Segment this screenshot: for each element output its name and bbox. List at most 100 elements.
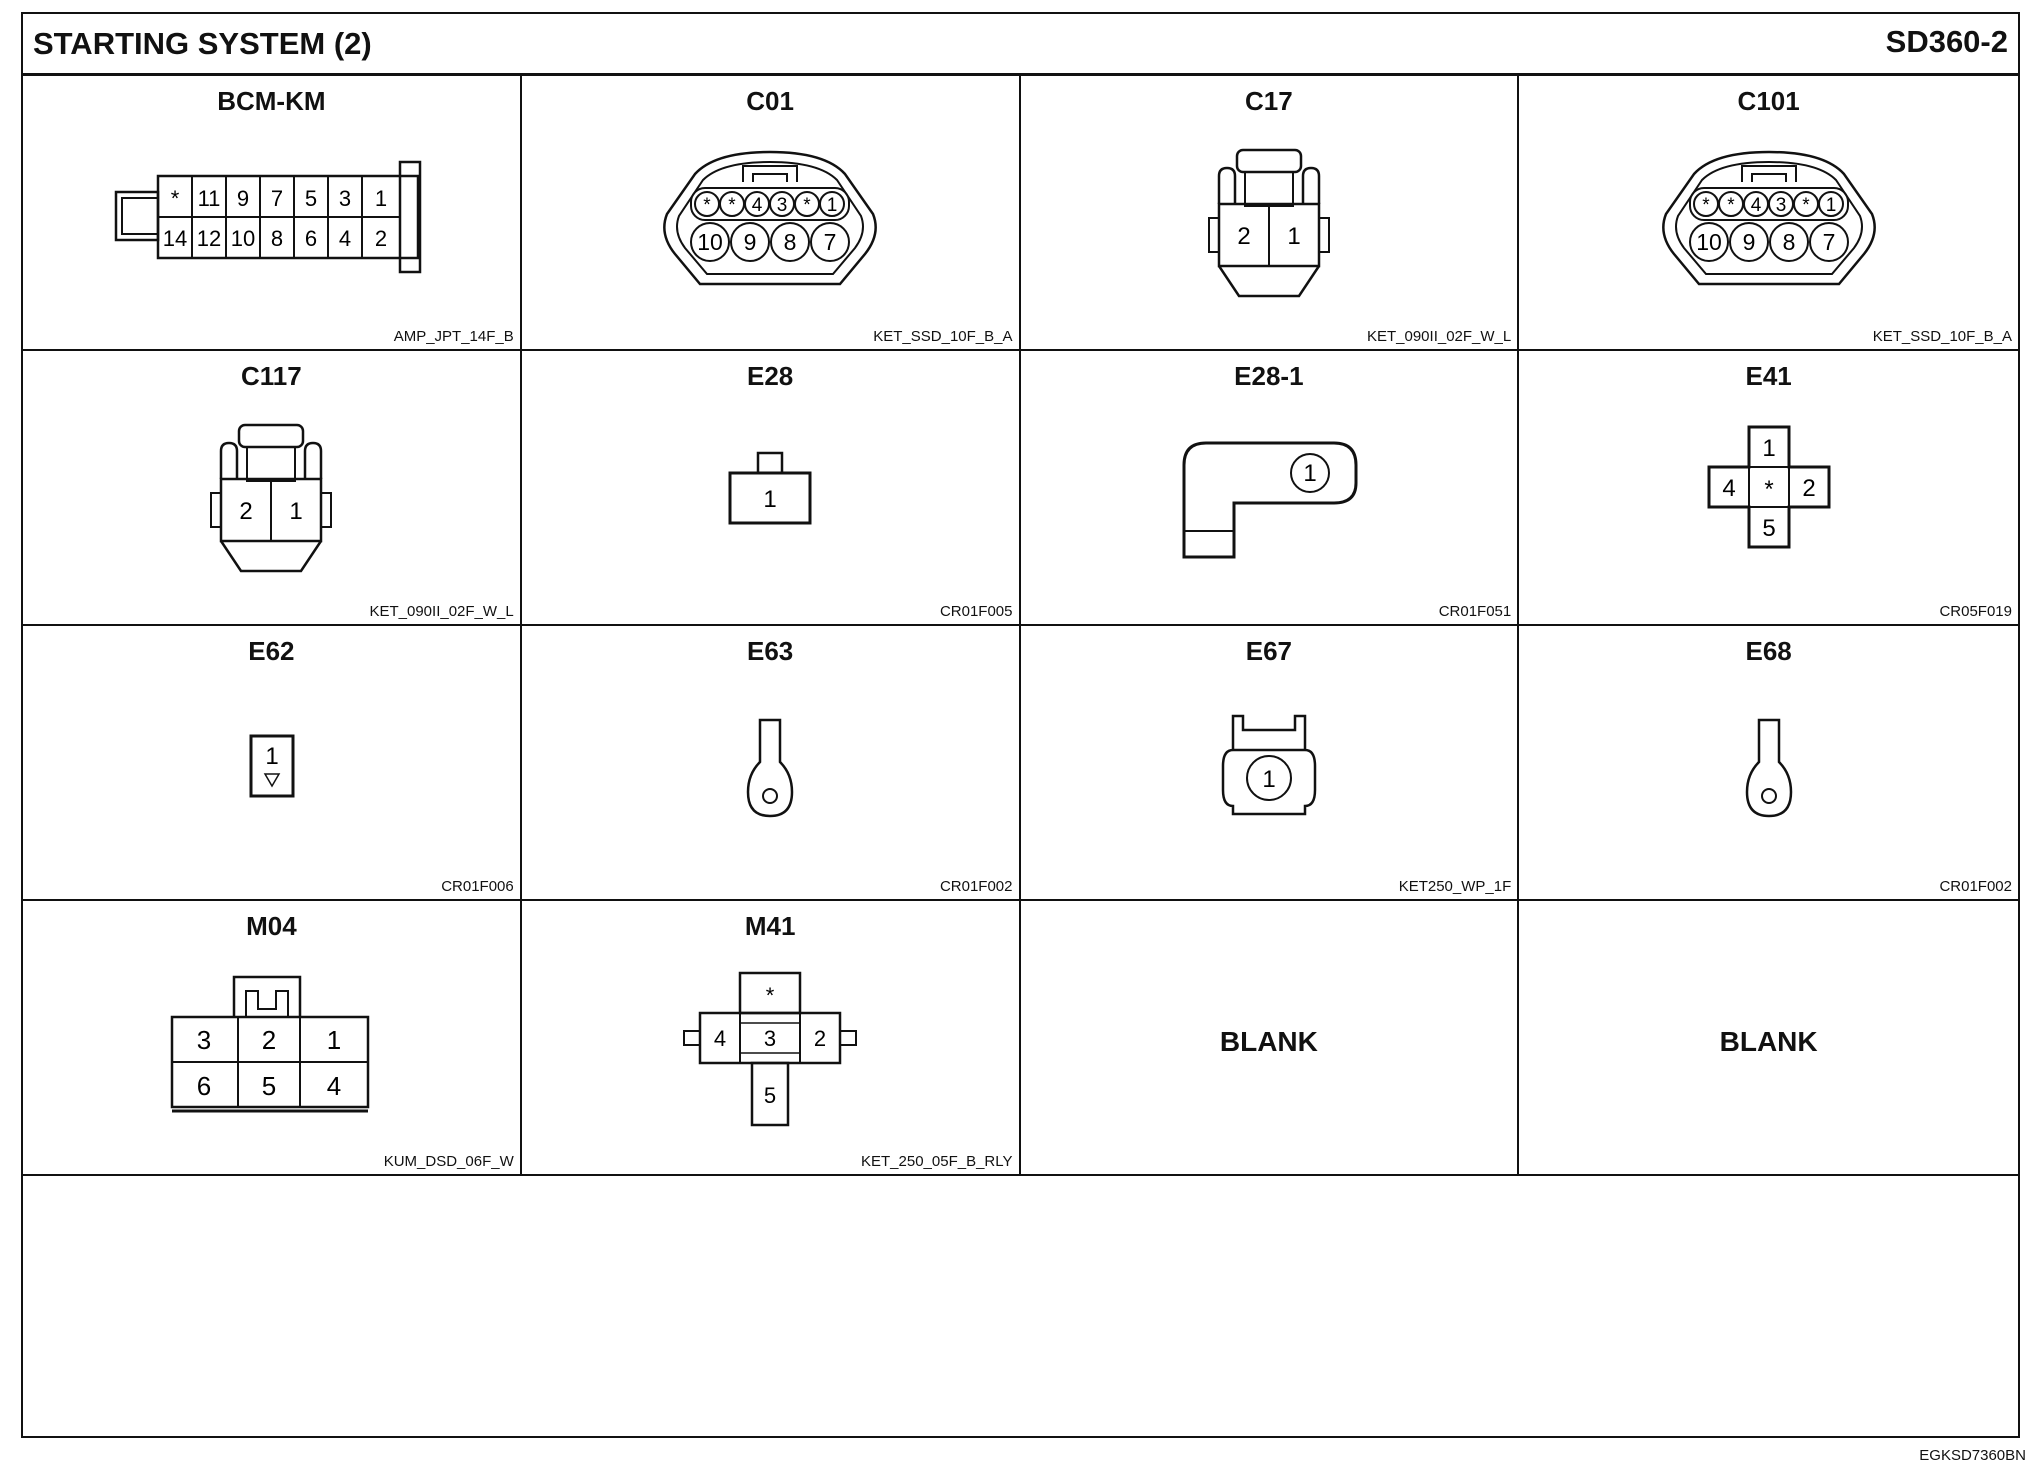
connector-cell-bcm-km: BCM-KM * 11 9 bbox=[23, 76, 522, 351]
pin-label: 1 bbox=[1287, 223, 1300, 250]
connector-part-number: CR01F002 bbox=[939, 878, 1013, 895]
connector-name: E62 bbox=[248, 636, 295, 666]
pin-label: 3 bbox=[777, 195, 788, 216]
pin-label: 1 bbox=[1762, 435, 1775, 462]
connector-name: E68 bbox=[1745, 636, 1792, 666]
pin-label: 4 bbox=[339, 226, 351, 251]
connector-drawing-m41: * 4 3 2 5 bbox=[680, 967, 860, 1137]
pin-label: * bbox=[803, 195, 811, 216]
connector-cell-c17: C17 2 1 KET_090II bbox=[1020, 76, 1520, 351]
page-title: STARTING SYSTEM (2) bbox=[33, 26, 372, 61]
ring-terminal-icon bbox=[740, 714, 800, 824]
pin-label: 6 bbox=[197, 1071, 211, 1101]
pin-label: * bbox=[1727, 195, 1735, 216]
connector-name: E63 bbox=[746, 636, 794, 666]
document-code: EGKSD7360BN bbox=[1919, 1447, 2026, 1464]
connector-part-number: CR01F006 bbox=[441, 878, 514, 895]
connector-part-number: KET_090II_02F_W_L bbox=[1366, 328, 1512, 345]
pin-label: 3 bbox=[339, 186, 351, 211]
connector-drawing-e28-1: 1 bbox=[1174, 433, 1364, 563]
pin-label: 4 bbox=[1750, 195, 1761, 216]
pin-label: 1 bbox=[375, 186, 387, 211]
connector-cell-m04: M04 3 2 1 6 5 4 bbox=[23, 901, 522, 1176]
connector-drawing-c01: * * 4 3 * 1 10 9 8 7 bbox=[655, 144, 885, 294]
connector-name: BCM-KM bbox=[217, 86, 326, 116]
pin-label: 11 bbox=[198, 186, 221, 211]
connector-cell-e62: E62 1 CR01F006 bbox=[23, 626, 522, 901]
connector-name: C117 bbox=[241, 361, 302, 391]
connector-part-number: KET_SSD_10F_B_A bbox=[873, 328, 1013, 345]
pin-label: 4 bbox=[752, 195, 763, 216]
pin-label: 1 bbox=[327, 1025, 341, 1055]
pin-label: 5 bbox=[764, 1083, 776, 1108]
connector-drawing-e28: 1 bbox=[720, 449, 820, 529]
pin-label: 4 bbox=[714, 1026, 726, 1051]
connector-cell-c117: C117 2 1 KET_090I bbox=[23, 351, 522, 626]
ring-terminal-icon bbox=[1739, 714, 1799, 824]
connector-cell-m41: M41 * 4 3 2 5 bbox=[521, 901, 1021, 1176]
pin-label: 9 bbox=[744, 229, 757, 255]
connector-name: E28 bbox=[746, 361, 794, 391]
connector-drawing-bcm-km: * 11 9 7 5 3 1 14 12 10 8 6 4 2 bbox=[106, 144, 436, 284]
pin-label: 2 bbox=[1237, 223, 1250, 250]
page-header: STARTING SYSTEM (2) SD360-2 bbox=[23, 14, 2018, 76]
pin-label: 2 bbox=[240, 498, 253, 525]
connector-part-number: KET_250_05F_B_RLY bbox=[861, 1153, 1013, 1170]
pin-label: 2 bbox=[814, 1026, 826, 1051]
pin-label: 3 bbox=[764, 1026, 776, 1051]
connector-cell-e41: E41 1 4 * 2 5 CR05F01 bbox=[1519, 351, 2018, 626]
pin-label: * bbox=[1764, 476, 1773, 503]
connector-name: C01 bbox=[746, 86, 794, 116]
pin-label: 12 bbox=[197, 226, 221, 251]
connector-name: C101 bbox=[1737, 86, 1800, 116]
connector-name: E41 bbox=[1745, 361, 1792, 391]
connector-cell-e63: E63 CR01F002 bbox=[521, 626, 1021, 901]
pin-label: * bbox=[1802, 195, 1810, 216]
pin-label: 7 bbox=[271, 186, 283, 211]
pin-label: * bbox=[703, 195, 711, 216]
pin-label: 5 bbox=[262, 1071, 276, 1101]
pin-label: 1 bbox=[1262, 766, 1275, 793]
pin-label: 9 bbox=[1742, 229, 1755, 255]
connector-part-number: CR01F002 bbox=[1939, 878, 2012, 895]
connector-cell-blank: BLANK bbox=[1020, 901, 1520, 1176]
pin-label: 6 bbox=[305, 226, 317, 251]
pin-label: * bbox=[171, 186, 180, 211]
connector-part-number: CR05F019 bbox=[1939, 603, 2012, 620]
pin-label: * bbox=[1702, 195, 1710, 216]
connector-name: E28-1 bbox=[1234, 361, 1304, 391]
pin-label: 7 bbox=[1822, 229, 1835, 255]
pin-label: 5 bbox=[1762, 515, 1775, 542]
connector-name: M04 bbox=[246, 911, 297, 941]
pin-label: 9 bbox=[237, 186, 249, 211]
blank-label: BLANK bbox=[1219, 1026, 1318, 1057]
connector-part-number: CR01F051 bbox=[1438, 603, 1512, 620]
pin-label: 4 bbox=[327, 1071, 341, 1101]
pin-label: 10 bbox=[1696, 229, 1722, 255]
pin-label: 14 bbox=[163, 226, 187, 251]
pin-label: 10 bbox=[231, 226, 255, 251]
blank-label: BLANK bbox=[1719, 1026, 1818, 1057]
connector-part-number: CR01F005 bbox=[939, 603, 1013, 620]
connector-cell-e28-1: E28-1 1 CR01F051 bbox=[1020, 351, 1520, 626]
pin-label: 2 bbox=[262, 1025, 276, 1055]
pin-label: * bbox=[766, 983, 775, 1008]
connector-part-number: AMP_JPT_14F_B bbox=[393, 328, 514, 345]
pin-label: 1 bbox=[266, 743, 279, 770]
connector-drawing-e41: 1 4 * 2 5 bbox=[1699, 419, 1839, 569]
connector-drawing-c17: 2 1 bbox=[1199, 144, 1339, 304]
pin-label: 8 bbox=[271, 226, 283, 251]
pin-label: 1 bbox=[1825, 195, 1836, 216]
pin-label: 5 bbox=[305, 186, 317, 211]
connector-drawing-e67: 1 bbox=[1219, 710, 1319, 820]
pin-label: 2 bbox=[1802, 475, 1815, 502]
connector-drawing-c117: 2 1 bbox=[201, 419, 341, 579]
connector-cell-blank: BLANK bbox=[1519, 901, 2018, 1176]
connector-name: M41 bbox=[744, 911, 796, 941]
connector-grid: BCM-KM * 11 9 bbox=[23, 76, 2018, 1176]
connector-name: C17 bbox=[1245, 86, 1293, 116]
connector-part-number: KET_SSD_10F_B_A bbox=[1872, 328, 2012, 345]
connector-cell-e28: E28 1 CR01F005 bbox=[521, 351, 1021, 626]
pin-label: 8 bbox=[784, 229, 797, 255]
pin-label: 4 bbox=[1722, 475, 1735, 502]
